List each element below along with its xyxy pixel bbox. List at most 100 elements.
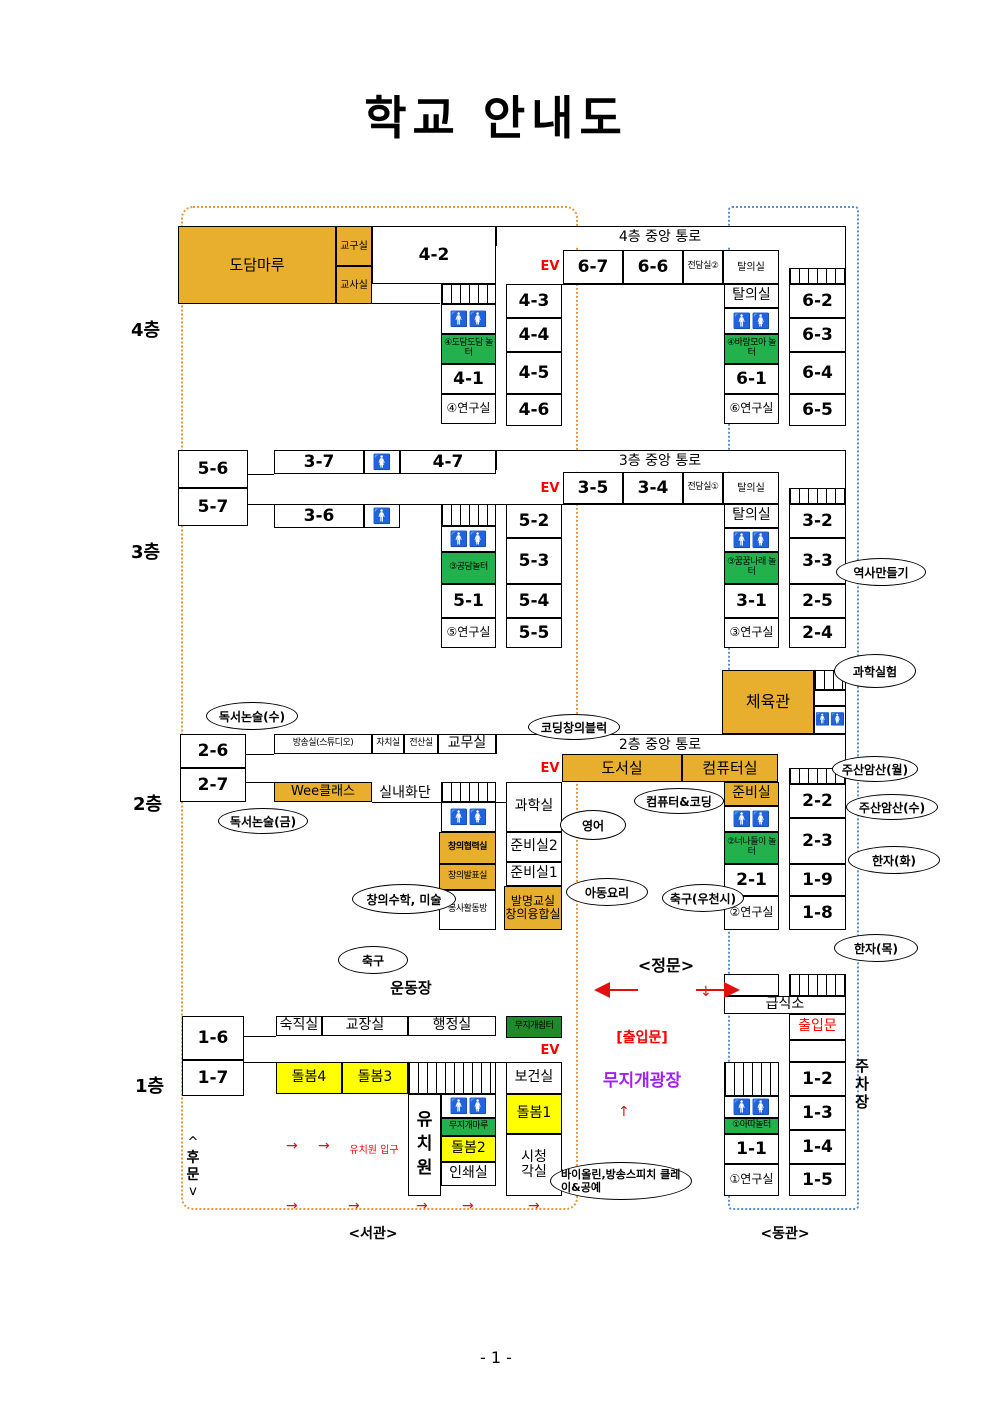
room-creative-expr: 창의발표실 [439,864,496,890]
room-2-2: 2-2 [789,784,846,818]
room-2-4: 2-4 [789,618,846,648]
room-play-kkum: ③꿈꿈나래 놀터 [724,552,779,584]
wing-east: <동관> [760,1226,810,1242]
stairs-1f-west [408,1062,496,1094]
room-wee: Wee클래스 [274,782,372,802]
room-prep2: 준비실2 [506,832,562,862]
room-gyosasil: 교사실 [336,266,372,304]
ev-1f: EV [540,1042,560,1058]
room-admin: 행정실 [408,1016,496,1036]
room-1-8: 1-8 [789,896,846,930]
toilet-gym: 🚹🚺 [814,706,846,734]
room-1-6: 1-6 [182,1016,244,1060]
room-4-3: 4-3 [506,284,562,318]
bubble-kids-cooking: 아동요리 [566,878,648,906]
arrow-right-icon: → [286,1138,298,1154]
room-dolbom4: 돌봄4 [276,1062,342,1094]
room-5-5: 5-5 [506,618,562,648]
room-science: 과학실 [506,782,562,832]
floor-label-4: 4층 [131,320,161,341]
arrow-right-icon: → [286,1198,298,1214]
floor-label-1: 1층 [135,1076,165,1097]
playground: 운동장 [390,978,432,997]
corridor-4f-box [496,226,846,246]
room-changing-3f: 탈의실 [724,504,779,528]
room-mujigae-shelter: 무지개쉼터 [506,1016,562,1038]
room-6-4: 6-4 [789,352,846,394]
room-jachi: 자치실 [372,734,404,754]
room-2-5: 2-5 [789,584,846,618]
room-6-3: 6-3 [789,318,846,352]
room-lab-2: ②연구실 [724,896,779,930]
toilet-3f-men: 🚹 [364,504,400,528]
bubble-coding-block: 코딩창의블럭 [528,714,620,740]
room-3-5: 3-5 [563,472,623,504]
stairs-1f-cafeteria [789,974,846,996]
room-lab-6: ⑥연구실 [724,394,779,424]
room-gyogusil: 교구실 [336,226,372,266]
room-play-neona: ②너나들이 놀터 [724,832,779,864]
room-prep: 준비실 [724,782,779,806]
floor-label-3: 3층 [131,542,161,563]
room-creative-collab: 창의협력실 [439,832,496,864]
room-4-6: 4-6 [506,394,562,426]
arrow-right-icon: → [348,1198,360,1214]
room-library: 도서실 [562,754,682,782]
entrance-bracket: [출입문] [616,1030,668,1046]
stairs-1f-east [724,1062,779,1096]
plaza: 무지개광장 [602,1070,682,1091]
room-counsel-1: 전담실① [683,472,723,504]
room-av: 시청각실 [506,1134,562,1196]
arrow-down-icon: ↓ [700,984,712,1000]
room-creative-fusion: 창의융합실 [505,907,561,921]
arrow-right-icon: → [318,1138,330,1154]
corridor-2f-label: 2층 중앙 통로 [618,737,702,753]
room-5-4: 5-4 [506,584,562,618]
arrow-right-icon: → [462,1198,474,1214]
page-title: 학교 안내도 [364,91,628,145]
west-wing-outline [181,206,578,1210]
east-1f-blank [789,1040,846,1062]
bubble-abacus-wed: 주산암산(수) [846,794,938,820]
bubble-soccer: 축구 [338,946,408,974]
floor-label-2: 2층 [133,794,163,815]
corridor-3f-label: 3층 중앙 통로 [618,453,702,469]
room-4-5: 4-5 [506,352,562,394]
room-changing-4f-small: 탈의실 [723,250,779,284]
toilet-1f-east: 🚹🚺 [724,1096,779,1118]
toilet-1f-west: 🚹🚺 [441,1094,496,1118]
bubble-reading-fri: 독서논술(금) [218,808,308,834]
room-broadcast: 방송실(스튜디오) [274,734,372,754]
room-changing-3f-small: 탈의실 [723,472,779,504]
room-1-9: 1-9 [789,864,846,896]
room-computer: 컴퓨터실 [682,754,778,782]
room-dolbom3: 돌봄3 [342,1062,408,1094]
room-3-6: 3-6 [274,504,364,528]
room-gym: 체육관 [722,670,814,734]
bubble-abacus-mon: 주산암산(월) [832,756,918,782]
room-entrance: 출입문 [789,1014,846,1040]
room-6-5: 6-5 [789,394,846,426]
room-4-4: 4-4 [506,318,562,352]
room-invention: 발명교실 [510,893,556,908]
room-1-1: 1-1 [724,1134,779,1164]
bubble-english: 영어 [560,810,626,840]
room-2-3: 2-3 [789,818,846,864]
room-kinder: 유치원 [408,1094,441,1196]
arrow-right-icon: → [528,1198,540,1214]
room-6-7: 6-7 [563,250,623,284]
room-invention-fusion: 발명교실 창의융합실 [504,886,562,930]
room-play-ata: ①아따놀터 [724,1118,779,1134]
bubble-hanja-tue: 한자(화) [848,846,940,874]
room-indoor-garden: 실내화단 [379,785,431,801]
page-number: - 1 - [480,1347,512,1367]
room-counsel-2: 전담실② [683,250,723,284]
kinder-entrance: 유치원 입구 [349,1144,399,1156]
corridor-3f-box [496,450,846,470]
room-dolbom2: 돌봄2 [441,1136,496,1162]
room-play-gongdam: ③공담놀터 [441,552,496,584]
room-principal: 교장실 [322,1016,408,1036]
room-4-7: 4-7 [400,450,496,474]
